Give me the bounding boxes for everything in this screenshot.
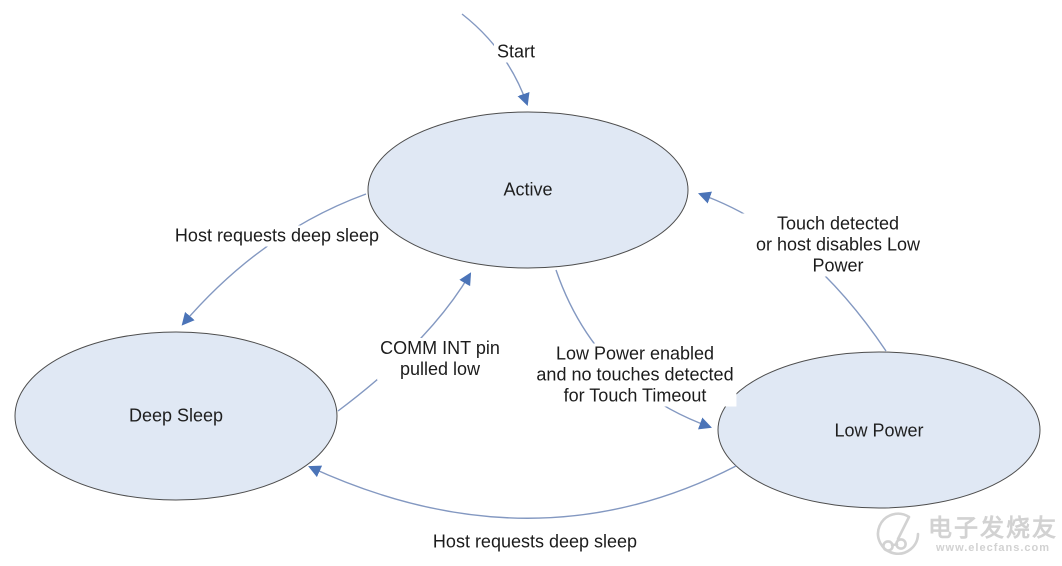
state-ellipse-deep-sleep [14, 331, 338, 501]
watermark-brand: 电子发烧友 [928, 514, 1058, 542]
start-label: Start [493, 41, 539, 63]
transition-label-active-to-low-power: Low Power enabled and no touches detecte… [533, 343, 737, 407]
elecfans-logo-icon [876, 512, 920, 555]
state-label-active: Active [503, 179, 553, 200]
state-label-low-power: Low Power [834, 420, 924, 441]
state-label-deep-sleep: Deep Sleep [128, 405, 224, 426]
watermark: 电子发烧友 www.elecfans.com [874, 508, 1058, 562]
state-ellipse-active [367, 111, 689, 269]
transition-arrow-active-to-deep-sleep [181, 193, 367, 326]
transition-label-low-power-to-active: Touch detected or host disables Low Powe… [726, 213, 950, 277]
state-ellipse-low-power [717, 351, 1041, 509]
transition-label-deep-sleep-to-active: COMM INT pin pulled low [377, 338, 503, 380]
transition-label-low-power-to-deep-sleep: Host requests deep sleep [429, 531, 641, 553]
transition-arrow-low-power-to-deep-sleep [308, 465, 737, 519]
watermark-text: 电子发烧友 www.elecfans.com [928, 514, 1058, 555]
watermark-url: www.elecfans.com [935, 541, 1051, 554]
transition-label-active-to-deep-sleep: Host requests deep sleep [171, 225, 383, 247]
